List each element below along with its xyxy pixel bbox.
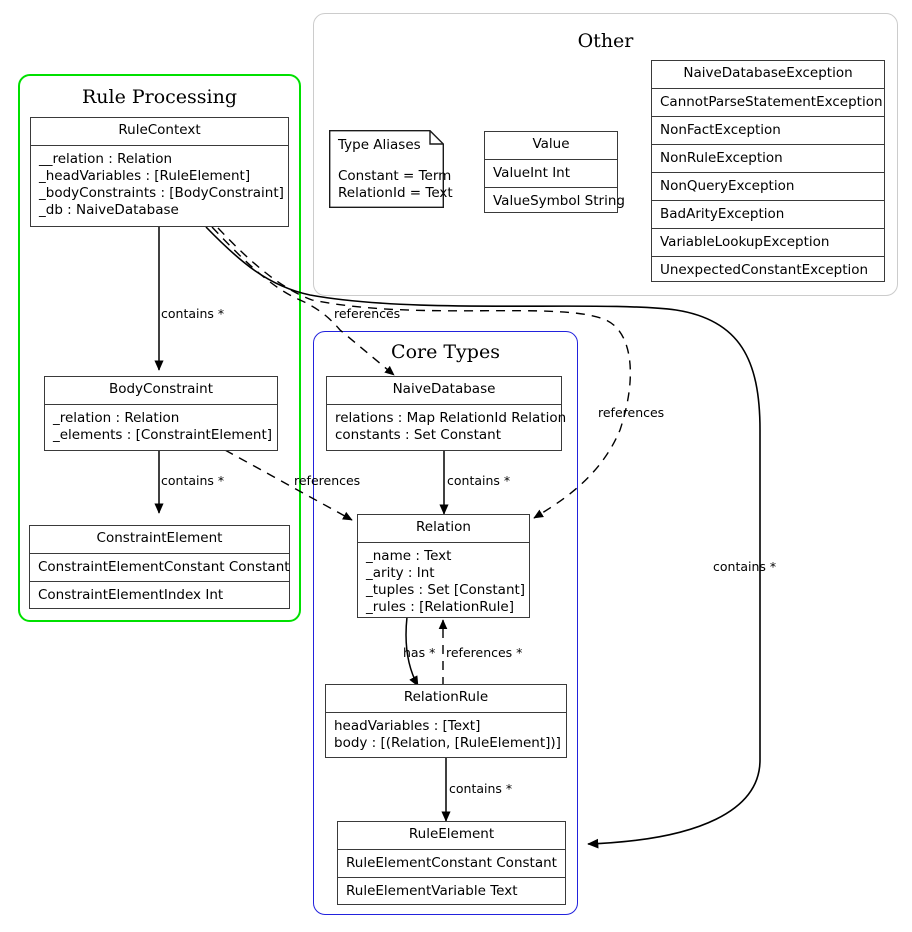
class-naive-database[interactable]: NaiveDatabase relations : Map RelationId… (326, 376, 567, 451)
attribute: headVariables : [Text] (334, 717, 481, 734)
divider (327, 403, 561, 405)
note-shape (329, 130, 444, 208)
class-relation-attributes: _name : Text _arity : Int _tuples : Set … (358, 543, 529, 623)
class-naive-database-name: NaiveDatabase (392, 381, 496, 397)
class-relation-rule-name: RelationRule (403, 689, 489, 705)
note-type-aliases-body: Type Aliases Constant = Term RelationId … (329, 130, 453, 208)
divider (485, 186, 617, 188)
divider (338, 876, 565, 878)
class-rule-element-name: RuleElement (408, 826, 495, 842)
edge-label-references-rulecontext-naivedatabase: references (334, 306, 401, 321)
class-naive-database-exception[interactable]: NaiveDatabaseException CannotParseStatem… (651, 60, 885, 282)
class-rule-element[interactable]: RuleElement RuleElementConstant Constant… (337, 821, 566, 905)
class-relation[interactable]: Relation _name : Text _arity : Int _tupl… (357, 514, 530, 618)
package-core-types-title: Core Types (391, 341, 500, 363)
note-title: Type Aliases (338, 137, 421, 153)
class-value-row: ValueInt Int (493, 164, 571, 181)
attribute: __relation : Relation (39, 150, 173, 167)
class-naive-database-attributes: relations : Map RelationId Relation cons… (327, 405, 567, 451)
edge-label-contains-bodyconstraint-constraintelement: contains * (161, 473, 225, 488)
divider (652, 143, 884, 145)
divider (358, 541, 529, 543)
spacer (338, 155, 435, 168)
class-relation-rule[interactable]: RelationRule headVariables : [Text] body… (325, 684, 567, 758)
class-rule-element-row: RuleElementConstant Constant (346, 854, 557, 871)
attribute: _relation : Relation (53, 409, 180, 426)
class-constraint-element[interactable]: ConstraintElement ConstraintElementConst… (29, 525, 290, 609)
class-body-constraint-attributes: _relation : Relation _elements : [Constr… (45, 405, 277, 451)
attribute: relations : Map RelationId Relation (335, 409, 567, 426)
note-type-aliases[interactable]: Type Aliases Constant = Term RelationId … (329, 130, 453, 208)
edge-label-contains-relationrule-ruleelement: contains * (449, 781, 513, 796)
class-body-constraint-name: BodyConstraint (108, 381, 214, 397)
class-relation-rule-attributes: headVariables : [Text] body : [(Relation… (326, 713, 566, 759)
class-relation-name: Relation (416, 519, 471, 535)
package-other-title: Other (577, 30, 634, 52)
edge-label-has-relation-relationrule: has * (403, 645, 436, 660)
divider (30, 552, 289, 554)
class-rule-context-attributes: __relation : Relation _headVariables : [… (31, 146, 288, 226)
edge-label-references-rulecontext-relation: references (598, 405, 665, 420)
attribute: _db : NaiveDatabase (39, 202, 179, 219)
divider (652, 87, 884, 89)
class-rule-context[interactable]: RuleContext __relation : Relation _headV… (30, 117, 289, 227)
class-naive-database-exception-row: NonQueryException (660, 177, 795, 194)
divider (30, 580, 289, 582)
note-line: Constant = Term (338, 167, 452, 184)
note-line: RelationId = Text (338, 185, 453, 202)
class-body-constraint[interactable]: BodyConstraint _relation : Relation _ele… (44, 376, 278, 451)
divider (338, 848, 565, 850)
class-naive-database-exception-row: VariableLookupException (660, 233, 830, 250)
edge-label-contains-rulecontext-bodyconstraint: contains * (161, 306, 225, 321)
divider (31, 144, 288, 146)
divider (652, 199, 884, 201)
package-rule-processing-title: Rule Processing (81, 86, 238, 108)
class-constraint-element-row: ConstraintElementConstant Constant (38, 558, 290, 575)
edge-label-references-bodyconstraint-relation: references (294, 473, 361, 488)
class-value[interactable]: Value ValueInt Int ValueSymbol String (484, 131, 625, 213)
divider (652, 115, 884, 117)
attribute: _headVariables : [RuleElement] (39, 167, 251, 184)
attribute: _arity : Int (366, 564, 435, 581)
edge-label-contains-naivedatabase-relation: contains * (447, 473, 511, 488)
attribute: _tuples : Set [Constant] (366, 582, 526, 599)
divider (45, 403, 277, 405)
class-naive-database-exception-row: UnexpectedConstantException (660, 261, 869, 278)
edge-label-references-relationrule-relation: references * (446, 645, 523, 660)
class-naive-database-exception-row: CannotParseStatementException (660, 93, 883, 110)
class-constraint-element-row: ConstraintElementIndex Int (38, 586, 224, 603)
edge-label-contains-rulecontext-ruleelement: contains * (713, 559, 777, 574)
divider (652, 255, 884, 257)
class-naive-database-exception-row: BadArityException (660, 205, 785, 222)
attribute: _elements : [ConstraintElement] (53, 426, 272, 443)
divider (652, 171, 884, 173)
class-naive-database-exception-row: NonFactException (660, 121, 781, 138)
divider (652, 227, 884, 229)
attribute: _rules : [RelationRule] (366, 599, 514, 616)
class-constraint-element-name: ConstraintElement (96, 530, 223, 546)
class-naive-database-exception-row: NonRuleException (660, 149, 783, 166)
attribute: _bodyConstraints : [BodyConstraint] (39, 185, 284, 202)
divider (326, 711, 566, 713)
class-value-row: ValueSymbol String (493, 192, 625, 209)
class-rule-context-name: RuleContext (118, 122, 201, 138)
class-rule-element-row: RuleElementVariable Text (346, 882, 518, 899)
attribute: constants : Set Constant (335, 426, 502, 443)
divider (485, 158, 617, 160)
attribute: _name : Text (366, 547, 452, 564)
attribute: body : [(Relation, [RuleElement])] (334, 734, 561, 751)
class-value-name: Value (532, 136, 570, 152)
class-naive-database-exception-name: NaiveDatabaseException (683, 65, 853, 81)
